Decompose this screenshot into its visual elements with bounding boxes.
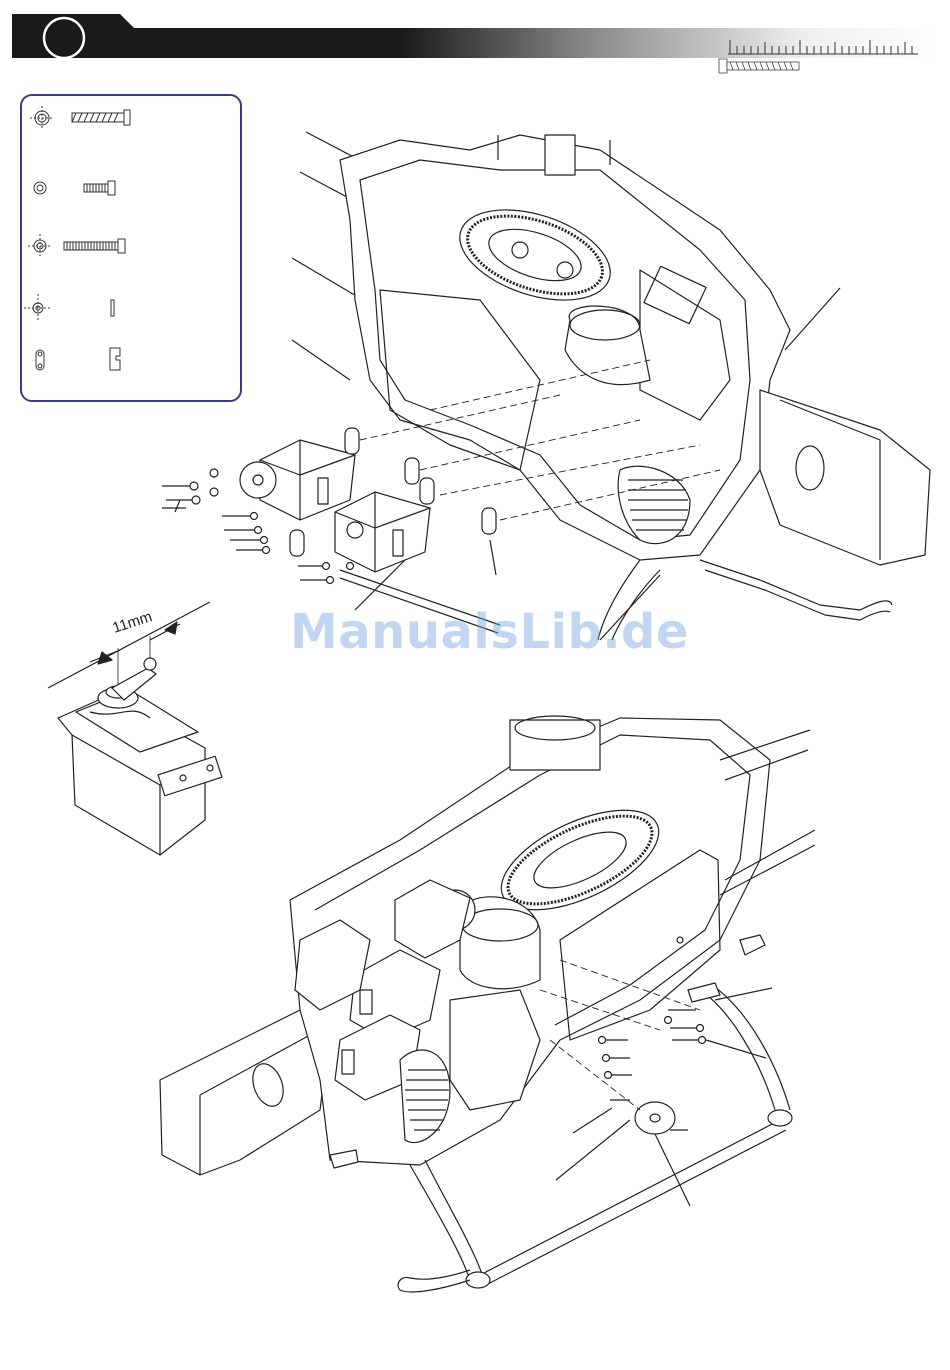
watermark-text: ManualsLib.de [290,604,670,660]
bottom-assembly-view [160,716,815,1292]
servo-lower [335,492,430,572]
top-assembly-view [162,132,930,640]
servo-arm-detail [48,602,222,855]
servo-upper [240,440,355,520]
